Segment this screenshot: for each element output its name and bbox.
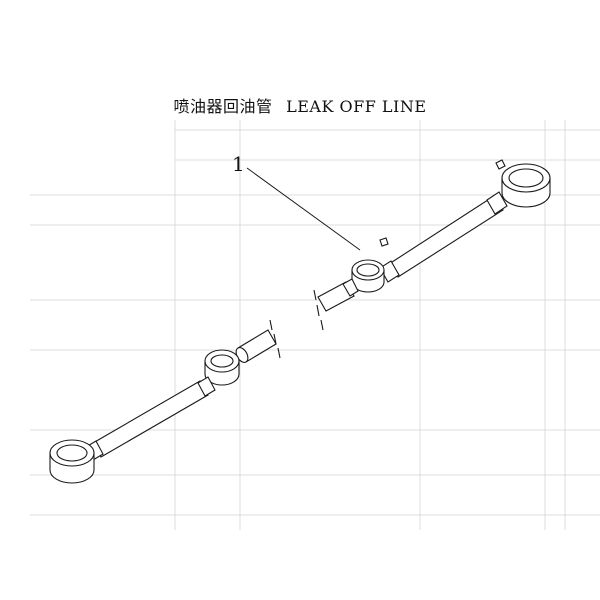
- collar-middle: [342, 278, 359, 297]
- break-mark-right: [313, 289, 324, 331]
- title-chinese: 喷油器回油管: [173, 97, 273, 116]
- left-eye-hole: [56, 444, 88, 462]
- left-center-eye-hole: [210, 354, 234, 368]
- collar-left-center: [197, 376, 216, 397]
- right-eye-nipple: [495, 159, 506, 170]
- callout-number: 1: [232, 152, 245, 176]
- background-ghost-table: [30, 120, 600, 530]
- tube-left-long: [92, 380, 209, 458]
- title-english: LEAK OFF LINE: [286, 97, 427, 116]
- callout-leader-line: [246, 167, 361, 251]
- right-eye-hole: [508, 168, 544, 188]
- middle-eye-hole: [356, 263, 380, 277]
- collar-right-inner: [379, 260, 400, 283]
- tube-middle-stub: [317, 281, 355, 312]
- middle-banjo-eye: [313, 237, 389, 331]
- middle-eye-nipple: [379, 237, 389, 247]
- collar-right-outer: [486, 191, 508, 215]
- diagram-title: 喷油器回油管 LEAK OFF LINE: [0, 93, 600, 117]
- left-banjo-eye: [49, 439, 95, 484]
- break-mark-left: [269, 319, 281, 359]
- tube-segment-right: [379, 159, 551, 283]
- tube-right-long: [388, 195, 504, 278]
- tube-segment-left-center: [85, 319, 281, 461]
